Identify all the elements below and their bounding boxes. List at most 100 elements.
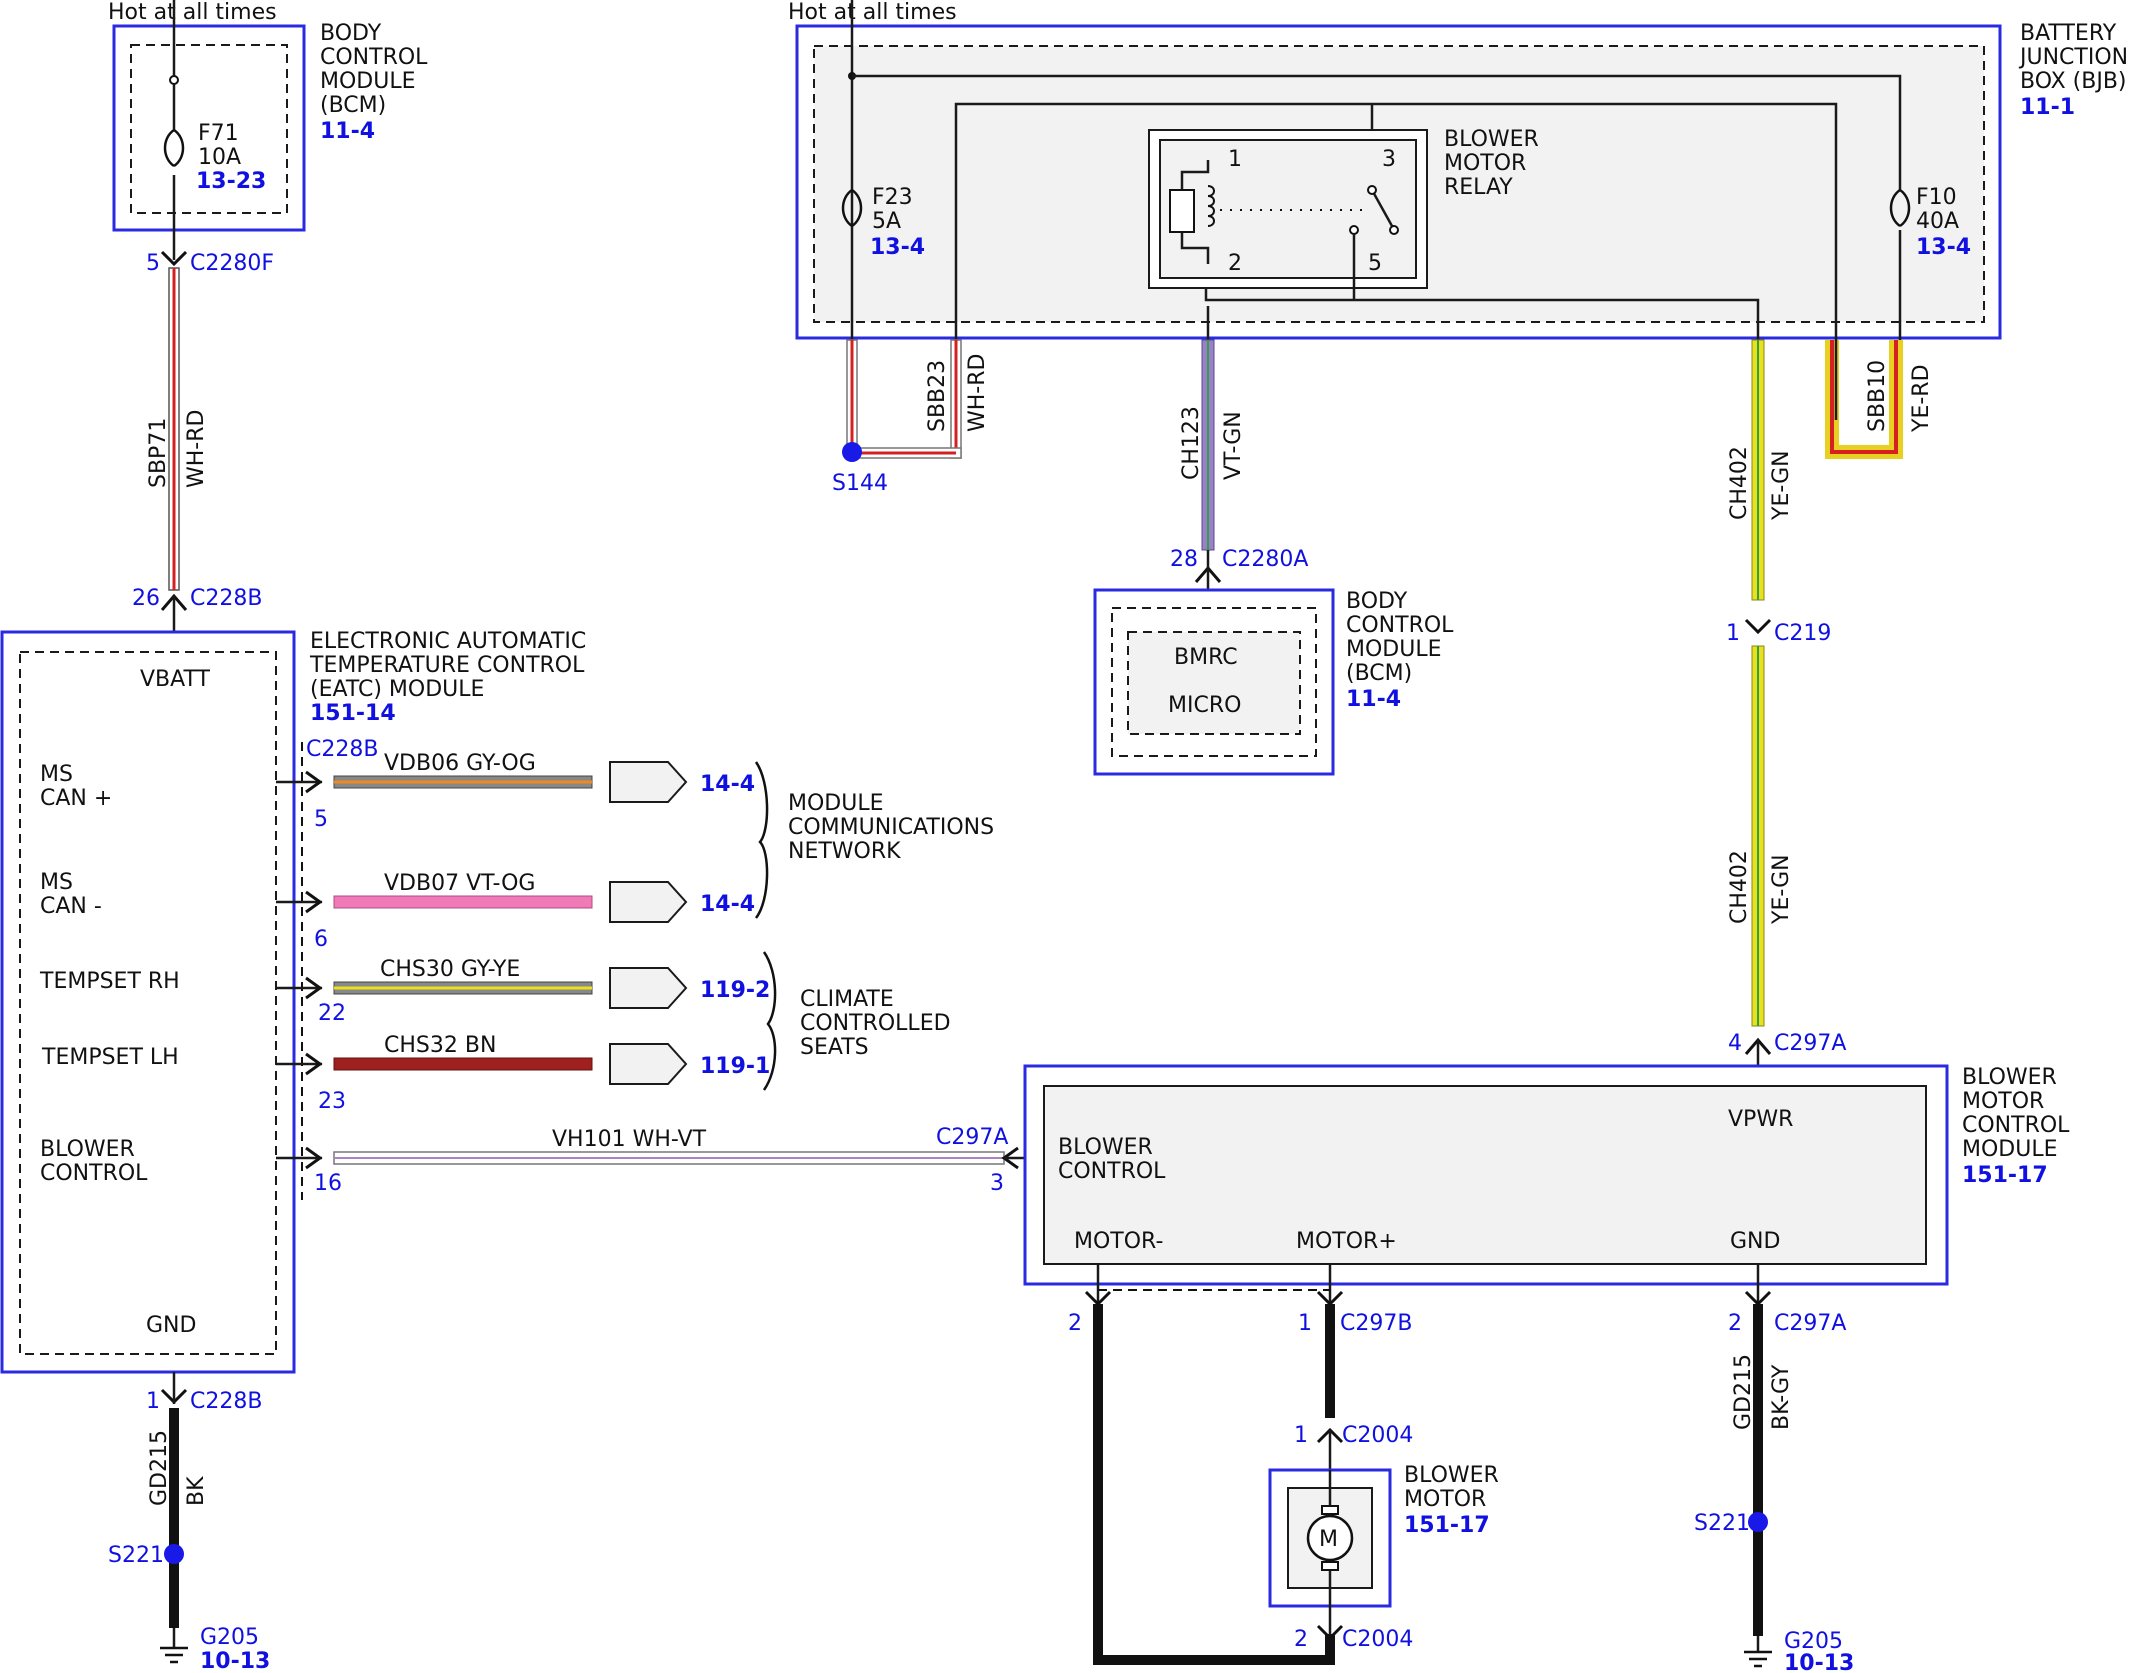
bmcm-vpwr: VPWR [1728, 1107, 1793, 1132]
blower-motor-control-module [1023, 1064, 1949, 1286]
eatc-pin-6: 6 [314, 927, 328, 952]
bcm-top-label-4: (BCM) [320, 93, 386, 118]
chs32-ref: 119-1 [700, 1054, 770, 1079]
gd215-left-color: BK [184, 1476, 209, 1506]
eatc-blower-control-1: BLOWER [40, 1137, 135, 1162]
eatc-ms-can-plus-2: CAN + [40, 786, 112, 811]
ch123-color: VT-GN [1221, 411, 1246, 480]
eatc-vbatt: VBATT [140, 667, 211, 692]
fuse-f10-name: F10 [1916, 185, 1957, 210]
wire-vdb06 [333, 775, 593, 789]
fuse-f71-ref: 13-23 [196, 169, 266, 194]
wire-vh101 [333, 1151, 1005, 1165]
wire-sbb23 [846, 339, 962, 459]
gd215-right-circuit: GD215 [1731, 1354, 1756, 1430]
bjb-label-1: BATTERY [2020, 21, 2117, 46]
sbp71-color: WH-RD [184, 410, 209, 488]
seats-brace-icon [762, 951, 777, 1091]
vdb06-label: VDB06 GY-OG [384, 751, 536, 776]
eatc-label-1: ELECTRONIC AUTOMATIC [310, 629, 586, 654]
c297a-gnd-pin: 2 [1728, 1311, 1742, 1336]
motor-icon [1306, 1514, 1354, 1562]
eatc-tempset-rh: TEMPSET RH [39, 969, 180, 994]
blower-motor-relay [1148, 129, 1428, 300]
c2280a-pin: 28 [1170, 547, 1198, 572]
fuse-f71-icon [163, 128, 185, 168]
c228b-gnd-pin: 1 [146, 1389, 160, 1414]
bmcm-blower-control-2: CONTROL [1058, 1159, 1166, 1184]
ch402-lower-color: YE-GN [1769, 854, 1794, 925]
eatc-ms-can-minus-2: CAN - [40, 894, 102, 919]
c297b-pin-plus: 1 [1298, 1311, 1312, 1336]
network-label-3: NETWORK [788, 839, 901, 864]
bmcm-gnd: GND [1730, 1229, 1780, 1254]
fuse-f23-icon [841, 188, 863, 228]
chs30-label: CHS30 GY-YE [380, 957, 520, 982]
c297a-blower-pin: 3 [990, 1171, 1004, 1196]
bcm-mid-label-4: (BCM) [1346, 661, 1412, 686]
c2280f-pin: 5 [146, 251, 160, 276]
eatc-label-3: (EATC) MODULE [310, 677, 484, 702]
blower-motor-label-1: BLOWER [1404, 1463, 1499, 1488]
fuse-f23-ref: 13-4 [870, 235, 925, 260]
eatc-ms-can-plus-1: MS [40, 762, 73, 787]
eatc-pin-22: 22 [318, 1001, 346, 1026]
bcm-top-module: F71 10A 13-23 [112, 0, 306, 260]
c2004-top-label: C2004 [1342, 1423, 1413, 1448]
splice-s221-right-icon [1748, 1512, 1768, 1532]
bmcm-label-2: MOTOR [1962, 1089, 2044, 1114]
c219-label: C219 [1774, 621, 1831, 646]
wire-motor-minus [1093, 1304, 1335, 1665]
sbb10-color: YE-RD [1909, 364, 1934, 433]
connector-c2280f-icon [160, 250, 188, 267]
fuse-f10-ref: 13-4 [1916, 235, 1971, 260]
bmcm-label-3: CONTROL [1962, 1113, 2070, 1138]
connector-14-4-a-icon [609, 761, 688, 803]
relay-pin-3: 3 [1382, 147, 1396, 172]
ch402-upper-color: YE-GN [1769, 450, 1794, 521]
bmcm-label-4: MODULE [1962, 1137, 2058, 1162]
connector-14-4-b-icon [609, 881, 688, 923]
sbb23-color: WH-RD [965, 354, 990, 432]
c297a-top-pin: 4 [1728, 1031, 1742, 1056]
c297b-label: C297B [1340, 1311, 1412, 1336]
bcm-mid-bmrc: BMRC [1174, 645, 1238, 670]
connector-119-1-icon [609, 1043, 688, 1085]
gd215-right-color: BK-GY [1769, 1364, 1794, 1430]
chs30-ref: 119-2 [700, 978, 770, 1003]
sbb10-circuit: SBB10 [1865, 360, 1890, 432]
bcm-mid-ref: 11-4 [1346, 687, 1401, 712]
wire-sbb10 [1825, 340, 1903, 459]
ch402-upper-circuit: CH402 [1727, 446, 1752, 520]
bcm-mid-label-3: MODULE [1346, 637, 1442, 662]
seats-label-1: CLIMATE [800, 987, 894, 1012]
c2004-bot-label: C2004 [1342, 1627, 1413, 1652]
c2280f-label: C2280F [190, 251, 274, 276]
bcm-mid-micro: MICRO [1168, 693, 1241, 718]
bmcm-blower-control-1: BLOWER [1058, 1135, 1153, 1160]
c228b-top-label: C228B [190, 586, 262, 611]
blower-motor-ref: 151-17 [1404, 1513, 1490, 1538]
ch402-lower-circuit: CH402 [1727, 850, 1752, 924]
c2280a-label: C2280A [1222, 547, 1308, 572]
fuse-f71-name: F71 [198, 121, 239, 146]
wire-chs32 [333, 1057, 593, 1071]
connector-c219-icon [1744, 618, 1772, 635]
eatc-pin-16: 16 [314, 1171, 342, 1196]
c219-pin: 1 [1726, 621, 1740, 646]
splice-s221-left-icon [164, 1544, 184, 1564]
bjb-ref: 11-1 [2020, 95, 2075, 120]
connector-119-2-icon [609, 967, 688, 1009]
hot-label-left: Hot at all times [108, 0, 277, 25]
relay-pin-1: 1 [1228, 147, 1242, 172]
network-label-2: COMMUNICATIONS [788, 815, 994, 840]
gd215-left-circuit: GD215 [147, 1430, 172, 1506]
bcm-top-label-2: CONTROL [320, 45, 428, 70]
g205-right-label: G205 [1784, 1629, 1843, 1654]
bcm-top-ref: 11-4 [320, 119, 375, 144]
eatc-pin-23: 23 [318, 1089, 346, 1114]
hot-label-right: Hot at all times [788, 0, 957, 25]
fuse-f10-icon [1889, 188, 1911, 228]
eatc-tempset-lh: TEMPSET LH [41, 1045, 179, 1070]
